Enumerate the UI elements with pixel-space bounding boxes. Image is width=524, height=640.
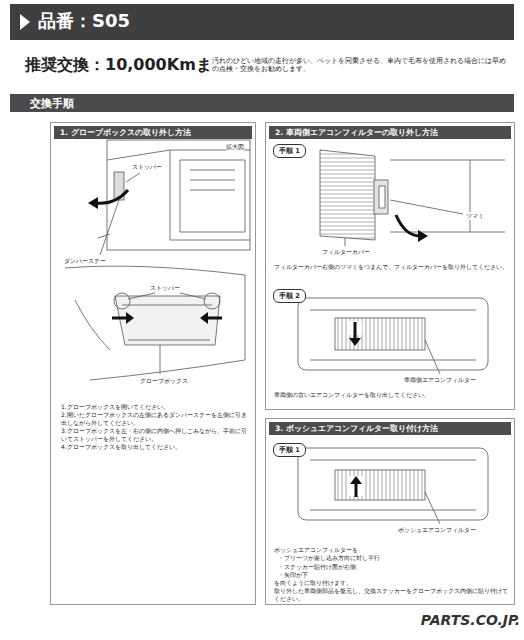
remove-arrow	[396, 215, 420, 236]
panel-heading: 3. ボッシュエアコンフィルター取り付け方法	[269, 422, 511, 435]
logo-text: PARTS.CO.JP.	[421, 611, 520, 629]
push-arrow-right	[206, 317, 222, 320]
callout-label: 車両側エアコンフィルター	[404, 377, 476, 384]
callout-label: ダンパーステー	[64, 257, 106, 265]
instruction-text: 3.グローブボックスを左・右の側に内側へ押しこみながら、手前に引いてストッパーを…	[61, 427, 247, 443]
instruction-text: を向くように取り付けます。	[274, 579, 508, 587]
push-arrowhead-left	[126, 312, 134, 324]
step-label: 手順 1	[274, 146, 305, 156]
instruction-text: ・プリーツが差し込み方向に対し平行	[278, 554, 508, 562]
arrow-ground	[349, 476, 363, 496]
up-arrowhead	[350, 476, 362, 484]
page-title: 品番：S05	[38, 9, 130, 32]
push-arrowhead-right	[200, 312, 208, 324]
pull-arrowhead	[88, 197, 98, 209]
glovebox-figure	[65, 266, 245, 380]
header-arrow	[20, 14, 30, 30]
instruction-text: 1.グローブボックスを開いてください。	[61, 403, 247, 411]
down-arrow	[354, 322, 357, 338]
panel-heading: 2. 車両側エアコンフィルターの取り外し方法	[269, 126, 511, 139]
instruction-text: ボッシュエアコンフィルターを	[274, 546, 508, 554]
instruction-text: ・ステッカー貼付け面が右側	[278, 563, 508, 571]
section-title: 交換手順	[30, 97, 74, 111]
step-badge: 手順 1	[273, 443, 306, 457]
step-panel: 2. 車両側エアコンフィルターの取り外し方法フィルターカバー右側のツマミをつまん…	[265, 122, 515, 410]
pull-arrow	[96, 190, 128, 203]
filter-cover-figure	[320, 150, 505, 246]
instruction-text: フィルターカバー右側のツマミをつまんで、フィルターカバーを取り外してください。	[274, 263, 508, 271]
callout-label: ストッパー	[132, 163, 162, 171]
push-arrow-left	[112, 317, 128, 320]
callout-label: ボッシュエアコンフィルター	[398, 526, 476, 534]
panel-heading: 1. グローブボックスの取り外し方法	[54, 126, 252, 139]
callout-label: グローブボックス	[140, 377, 188, 385]
step-badge: 手順 1	[273, 144, 306, 158]
remove-arrowhead	[418, 230, 428, 242]
step-panel: 1. グローブボックスの取り外し方法 1.グローブボックスを開いてください。2.開…	[50, 122, 256, 605]
instruction-text: 2.開いたグローブボックスの左側にあるダンパーステーを左側に引き出しながら外して…	[61, 411, 247, 427]
instruction-text: 4.グローブボックスを取り出してください。	[61, 443, 247, 451]
bosch-filter-figure	[298, 448, 488, 524]
header-bar	[10, 4, 514, 40]
instruction-text: ・矢印が下	[278, 571, 508, 579]
callout-label: フィルターカバー	[322, 248, 370, 256]
step-label: 手順 1	[274, 445, 305, 455]
instruction-text: 取り外した車両側部品を復元し、交換ステッカーをグローブボックス内側に貼り付けてく…	[274, 587, 508, 603]
up-arrow	[355, 484, 358, 497]
step-panel: 3. ボッシュエアコンフィルター取り付け方法ボッシュエアコンフィルターを・プリー…	[265, 418, 515, 605]
down-arrowhead	[349, 338, 361, 346]
step-badge: 手順 2	[273, 289, 306, 303]
section-bar: 交換手順	[10, 94, 514, 112]
vehicle-filter-figure	[298, 298, 488, 374]
note-text: 汚れのひどい地域の走行が多い、ペットを同乗させる、車内で毛布を使用される場合には…	[212, 57, 510, 74]
callout-label: 拡大図	[226, 143, 244, 151]
callout-label: ツマミ	[466, 212, 484, 220]
step-label: 手順 2	[274, 291, 305, 301]
instruction-text: 車両側の古いエアコンフィルターを取り出してください。	[274, 391, 508, 399]
callout-label: ストッパー	[150, 284, 180, 292]
